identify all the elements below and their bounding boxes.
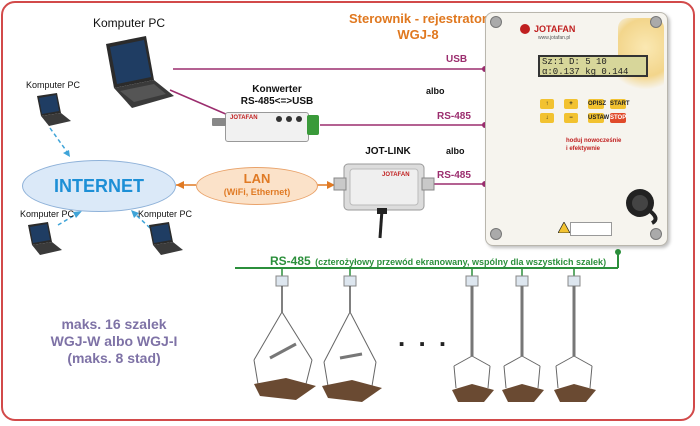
internet-label: INTERNET	[54, 175, 144, 196]
converter-terminal	[307, 115, 319, 135]
display-line1: Sz:1 D: 5 10	[542, 57, 607, 67]
key-plus-button[interactable]: +	[564, 99, 578, 109]
bus-label-row: RS-485 (czterożyłowy przewód ekranowany,…	[270, 252, 606, 270]
albo-label-2: albo	[446, 146, 465, 156]
bus-label: RS-485	[270, 254, 311, 268]
controller-title: Sterownik - rejestrator WGJ-8	[348, 11, 488, 43]
albo-label-1: albo	[426, 86, 445, 96]
warning-icon	[558, 222, 570, 233]
brand-logo-icon	[520, 24, 530, 34]
weighing-scales	[253, 275, 596, 402]
main-pc-label: Komputer PC	[93, 16, 166, 30]
main-laptop-icon[interactable]	[96, 36, 176, 116]
controller-display: Sz:1 D: 5 10 α:0.137 kg 0.144	[538, 55, 648, 77]
converter-label: Konwerter RS-485<=>USB	[222, 84, 332, 108]
screw-icon	[490, 228, 502, 240]
display-line2: α:0.137 kg 0.144	[542, 67, 629, 77]
diagram-frame	[1, 1, 695, 421]
warning-sticker	[570, 222, 612, 236]
jotlink-label: JOT-LINK	[365, 146, 411, 157]
converter-label-line1: Konwerter	[252, 84, 302, 95]
key-ustaw-button[interactable]: USTAW	[588, 113, 610, 123]
bottom-right-laptop-icon[interactable]	[145, 222, 185, 256]
controller-title-line2: WGJ-8	[397, 27, 439, 42]
key-up-button[interactable]: ↑	[540, 99, 554, 109]
cable-gland-icon	[626, 189, 658, 225]
ellipsis: . . .	[398, 322, 450, 352]
internet-cloud: INTERNET	[22, 160, 176, 212]
controller-keypad: ↑ + OPISZ START ↓ − USTAW STOP	[540, 99, 650, 127]
scale-5	[554, 275, 596, 402]
key-opisz-button[interactable]: OPISZ	[588, 99, 607, 109]
converter-device[interactable]: JOTAFAN	[225, 112, 309, 142]
screw-icon	[490, 16, 502, 28]
controller-website: www.jotafan.pl	[538, 35, 571, 41]
usb-label: USB	[446, 54, 468, 65]
controller-title-line1: Sterownik - rejestrator	[349, 11, 487, 26]
left-pc-label: Komputer PC	[26, 80, 81, 90]
lan-subtitle: (WiFi, Ethernet)	[223, 187, 291, 197]
bottom-left-laptop-icon[interactable]	[24, 222, 64, 256]
max-info: maks. 16 szalek WGJ-W albo WGJ-I (maks. …	[30, 316, 198, 367]
key-start-button[interactable]: START	[610, 99, 630, 109]
jotlink-brand: JOTAFAN	[382, 172, 410, 178]
bottom-right-pc-label: Komputer PC	[138, 209, 193, 219]
slogan-line1: hoduj nowocześnie	[566, 138, 622, 144]
max-info-line1: maks. 16 szalek	[61, 316, 167, 332]
scale-1	[253, 275, 316, 400]
key-down-button[interactable]: ↓	[540, 113, 554, 123]
internet-link-bottom-right	[132, 211, 151, 229]
key-stop-button[interactable]: STOP	[610, 113, 627, 123]
rs485-label-b: RS-485	[437, 170, 471, 181]
scale-3	[452, 275, 494, 402]
max-info-line2: WGJ-W albo WGJ-I	[50, 333, 178, 349]
usb-plug	[212, 118, 226, 126]
pc-converter-line	[169, 89, 236, 119]
rs485-label-a: RS-485	[437, 111, 471, 122]
converter-label-line2: RS-485<=>USB	[240, 96, 314, 107]
jotlink-device[interactable]	[330, 160, 435, 240]
lan-title: LAN	[243, 171, 271, 186]
bus-description: (czterożyłowy przewód ekranowany, wspóln…	[315, 257, 607, 267]
converter-brand: JOTAFAN	[230, 115, 258, 121]
scale-4	[502, 275, 544, 402]
screw-icon	[650, 228, 662, 240]
max-info-line3: (maks. 8 stad)	[67, 350, 161, 366]
controller-brand: JOTAFAN	[534, 24, 576, 34]
scale-2	[322, 275, 382, 402]
lan-bubble: LAN (WiFi, Ethernet)	[196, 167, 318, 205]
key-minus-button[interactable]: −	[564, 113, 578, 123]
screw-icon	[650, 16, 662, 28]
left-laptop-icon[interactable]	[33, 93, 73, 127]
slogan-line2: i efektywnie	[566, 146, 601, 152]
bottom-left-pc-label: Komputer PC	[20, 209, 75, 219]
